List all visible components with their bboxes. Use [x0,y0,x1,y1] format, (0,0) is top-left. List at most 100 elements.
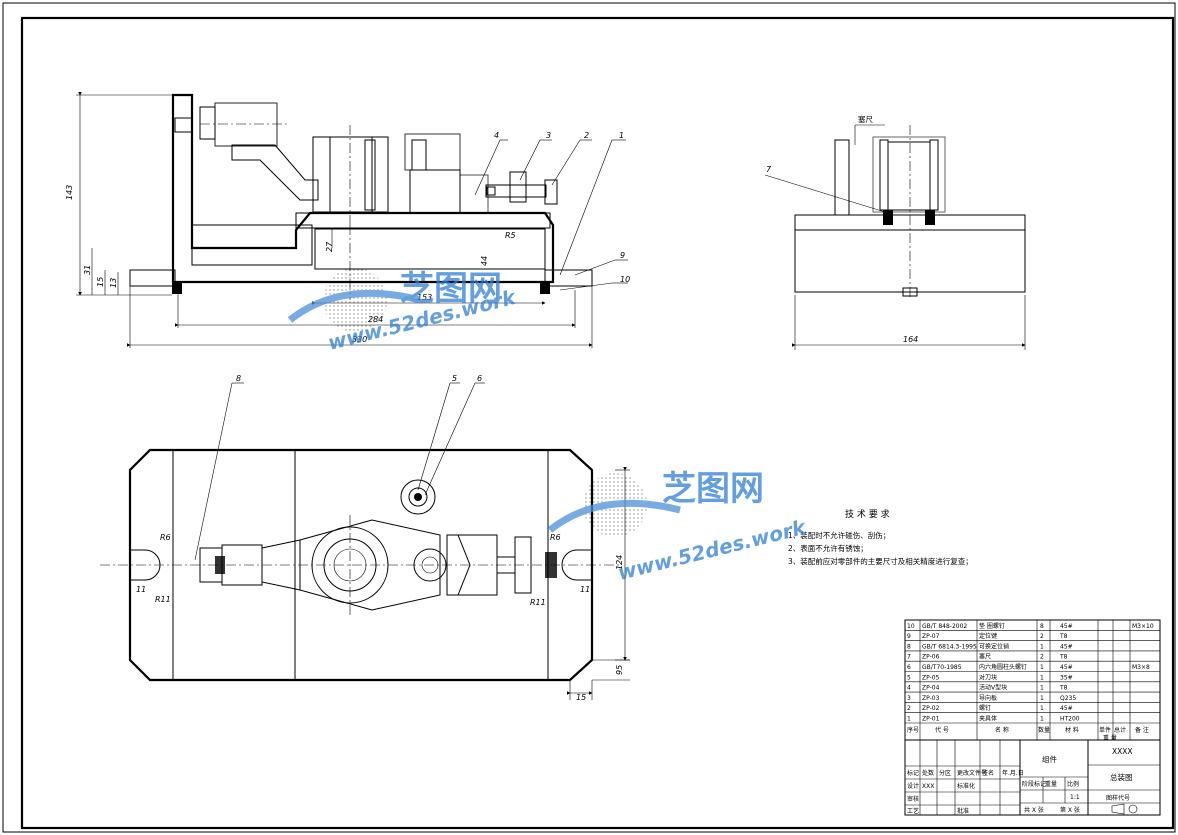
front-view [129,93,593,300]
tb-count-label: 处数 [922,769,934,777]
bom-header-mat: 材 料 [1065,726,1079,734]
bom-cell-qty: 1 [1040,685,1044,692]
bom-cell-name: 可换定位销 [979,642,1009,650]
bom-cell-mat: 45# [1060,643,1073,650]
dim-15: 15 [96,277,105,287]
front-view-leaders: 4 3 2 1 9 10 [474,131,630,291]
bom-cell-note: M3×8 [1132,664,1150,671]
bom-cell-qty: 2 [1040,654,1044,661]
balloon-6: 6 [477,374,482,383]
dim-143: 143 [65,185,74,200]
bom-cell-code: ZP-02 [922,705,940,712]
side-view: 164 塞尺 7 [764,114,1026,350]
dim-124: 124 [615,555,624,570]
bom-header-weight: 重 量 [1103,734,1117,742]
bom-cell-qty: 1 [1040,643,1044,650]
bom-cell-code: ZP-03 [922,695,940,702]
tb-std-label: 标准化 [957,782,975,790]
bom-cell-name: 活动V型块 [979,684,1007,692]
watermark-url-2: www.52des.work [615,515,809,585]
watermark-brand-2: 芝图网 [662,469,764,509]
bom-cell-no: 8 [907,643,911,650]
inner-border [20,16,1175,830]
tech-req-line-2: 2、表面不允许有锈蚀； [788,543,868,553]
tb-weight-label: 重量 [1045,780,1057,788]
tb-change-label: 更改文件号 [957,769,987,777]
bom-cell-qty: 1 [1040,695,1044,702]
balloon-3: 3 [546,131,551,140]
bom-cell-qty: 1 [1040,664,1044,671]
bom-cell-name: 螺钉 [979,704,991,712]
balloon-1: 1 [619,131,624,140]
bom-cell-qty: 8 [1040,623,1044,630]
bom-cell-note: M3×10 [1132,623,1154,630]
dim-164: 164 [903,335,918,344]
bom-cell-qty: 1 [1040,674,1044,681]
bom-header-no: 序号 [907,726,919,734]
dim-r11-right: R11 [530,598,546,607]
bom-cell-code: ZP-04 [922,685,940,692]
balloon-10: 10 [620,275,630,284]
dim-11-left: 11 [136,585,146,594]
dim-r6-left: R6 [160,533,171,542]
bom-cell-qty: 1 [1040,716,1044,723]
bom-cell-qty: 1 [1040,705,1044,712]
balloon-8: 8 [236,374,241,383]
projection-symbol-icon [1128,804,1138,814]
tb-approve-label: 批准 [957,807,969,815]
tb-designer-label: 设计 [907,782,919,790]
tech-req-line-1: 1、装配时不允许碰伤、刮伤； [788,530,890,540]
tb-scale-label: 比例 [1067,780,1079,788]
bom-cell-name: 塞尺 [979,653,991,661]
bom-cell-no: 2 [907,705,911,712]
dim-r6-right: R6 [550,533,561,542]
bom-cell-name: 定位键 [979,632,997,640]
bom-cell-mat: 45# [1060,705,1073,712]
tb-title: XXXX [1112,747,1133,756]
dim-31: 31 [83,265,92,275]
bom-cell-mat: T8 [1059,633,1068,640]
bom-cell-code: GB/T 6814.3-1995 [922,643,977,650]
tb-review-label: 审核 [907,795,919,803]
bom-cell-code: GB/T 848-2002 [922,623,967,630]
bom-cell-mat: 45# [1060,623,1073,630]
bom-cell-code: ZP-07 [922,633,940,640]
balloon-4: 4 [494,131,499,140]
dim-r11-left: R11 [155,595,171,604]
bom-cell-name: 导向板 [979,694,997,702]
bom-cell-code: ZP-01 [922,716,940,723]
balloon-9: 9 [620,251,625,260]
bom-cell-mat: Q235 [1060,695,1076,702]
bom-header-name: 名 称 [995,726,1009,734]
bom-cell-no: 5 [907,674,911,681]
bom-cell-no: 3 [907,695,911,702]
bom-cell-code: GB/T70-1985 [922,664,962,671]
tb-date-label: 年.月.日 [1002,769,1024,777]
balloon-5: 5 [452,374,457,383]
bom-cell-mat: T8 [1059,654,1068,661]
tech-req-title: 技 术 要 求 [845,508,890,520]
dim-95: 95 [615,665,624,675]
bom-header-total_wt: 总计 [1114,726,1126,734]
title-block: 组件 XXXX 总装图 图样代号 标记 处数 分区 更改文件号 签名 年.月.日… [904,739,1161,816]
bom-cell-no: 1 [907,716,911,723]
bom-cell-no: 7 [907,654,911,661]
tb-code-label: 图样代号 [1106,794,1130,802]
bom-cell-no: 9 [907,633,911,640]
dim-r5: R5 [505,231,516,240]
tb-drawing-type: 总装图 [1110,772,1133,782]
tb-mark-label: 标记 [907,769,919,777]
tb-sheets: 共 X 张 [1024,806,1044,814]
bom-cell-name: 对刀块 [979,673,997,681]
bom-cell-no: 10 [907,623,915,630]
bom-cell-no: 4 [907,685,911,692]
bom-cell-mat: 45# [1060,664,1073,671]
dim-13: 13 [109,278,118,288]
watermark-brand-1: 芝图网 [400,269,502,309]
bom-cell-name: 夹具体 [979,715,997,723]
bom-header-qty: 数量 [1038,726,1050,734]
bom-cell-mat: HT200 [1060,716,1080,723]
bom-cell-qty: 2 [1040,633,1044,640]
